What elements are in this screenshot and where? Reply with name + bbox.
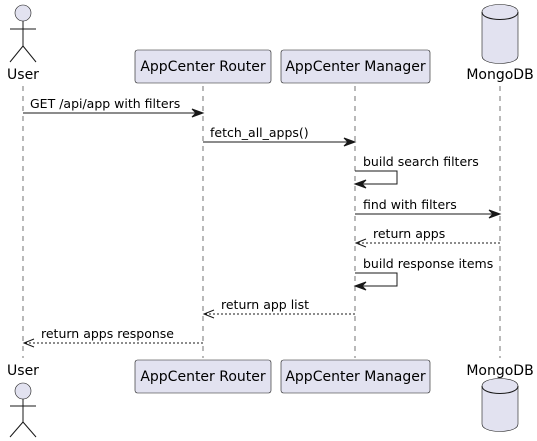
participant-label-mongo: MongoDB xyxy=(466,363,533,379)
database-icon xyxy=(481,378,519,432)
participant-router-top: AppCenter Router xyxy=(134,49,272,84)
message-label: build response items xyxy=(363,256,493,271)
participant-label-manager: AppCenter Manager xyxy=(285,369,426,385)
participant-label-router: AppCenter Router xyxy=(140,369,266,385)
participant-router-bottom: AppCenter Router xyxy=(134,359,272,394)
message-label: build search filters xyxy=(363,154,479,169)
message-return-app-list: return app list xyxy=(202,297,355,319)
participant-label-user: User xyxy=(7,67,39,83)
message-get-api-app: GET /api/app with filters xyxy=(23,96,205,118)
person-icon xyxy=(9,382,37,438)
participant-label-mongo: MongoDB xyxy=(466,67,533,83)
participants-top: User AppCenter Router AppCenter Manager … xyxy=(7,4,534,84)
participant-mongo-bottom: MongoDB xyxy=(466,363,534,432)
participant-manager-bottom: AppCenter Manager xyxy=(280,359,431,394)
message-label: fetch_all_apps() xyxy=(210,125,309,140)
participants-bottom: User AppCenter Router AppCenter Manager … xyxy=(7,359,534,438)
person-icon xyxy=(9,4,37,63)
participant-manager-top: AppCenter Manager xyxy=(280,49,431,84)
message-fetch-all-apps: fetch_all_apps() xyxy=(203,125,357,147)
actor-user-bottom: User xyxy=(7,363,39,438)
participant-label-user: User xyxy=(7,363,39,379)
participant-mongo-top: MongoDB xyxy=(466,4,534,83)
participant-label-router: AppCenter Router xyxy=(140,59,266,75)
message-find-with-filters: find with filters xyxy=(355,197,502,219)
participant-label-manager: AppCenter Manager xyxy=(285,59,426,75)
message-label: return apps xyxy=(373,226,445,241)
actor-user-top: User xyxy=(7,4,39,83)
message-label: find with filters xyxy=(363,197,457,212)
message-return-apps: return apps xyxy=(354,226,500,248)
message-label: return app list xyxy=(221,297,309,312)
message-return-apps-response: return apps response xyxy=(22,326,203,348)
message-build-search-filters: build search filters xyxy=(353,154,479,189)
message-label: return apps response xyxy=(41,326,174,341)
database-icon xyxy=(481,4,519,64)
message-label: GET /api/app with filters xyxy=(30,96,180,111)
messages: GET /api/app with filters fetch_all_apps… xyxy=(22,96,502,348)
message-build-response-items: build response items xyxy=(353,256,493,291)
